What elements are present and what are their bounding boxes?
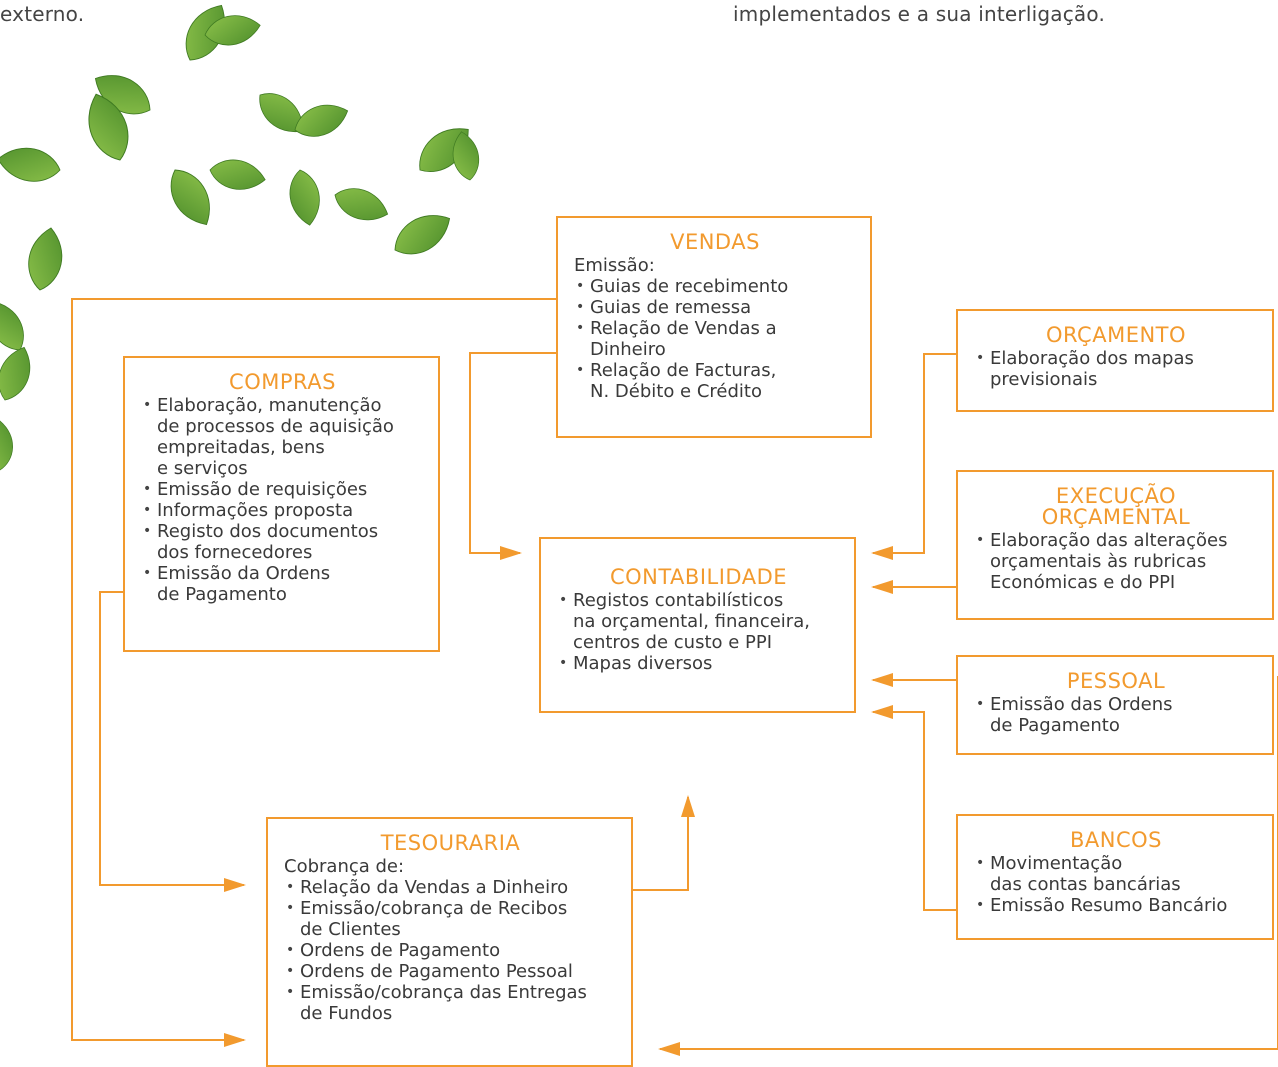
list-item: Relação da Vendas a Dinheiro xyxy=(284,877,617,898)
header-fragment-right: implementados e a sua interligação. xyxy=(733,2,1106,26)
box-pessoal: PESSOAL Emissão das Ordens de Pagamento xyxy=(956,655,1274,755)
box-vendas: VENDAS Emissão: Guias de recebimento Gui… xyxy=(556,216,872,438)
box-compras: COMPRAS Elaboração, manutenção de proces… xyxy=(123,356,440,652)
box-title: CONTABILIDADE xyxy=(609,565,788,589)
list-item: Emissão/cobrança de Recibos de Clientes xyxy=(284,898,617,940)
list-item: Relação de Facturas, N. Débito e Crédito xyxy=(574,360,856,402)
box-execucao-orcamental: EXECUÇÃO ORÇAMENTAL Elaboração das alter… xyxy=(956,470,1274,620)
box-bancos: BANCOS Movimentação das contas bancárias… xyxy=(956,814,1274,940)
list-item: Elaboração, manutenção de processos de a… xyxy=(141,395,424,479)
box-intro: Cobrança de: xyxy=(284,856,405,877)
box-intro: Emissão: xyxy=(574,255,655,276)
list-item: Emissão das Ordens de Pagamento xyxy=(974,694,1258,736)
list-item: Elaboração dos mapas previsionais xyxy=(974,348,1258,390)
list-item: Ordens de Pagamento Pessoal xyxy=(284,961,617,982)
box-tesouraria: TESOURARIA Cobrança de: Relação da Venda… xyxy=(266,817,633,1067)
list-item: Emissão Resumo Bancário xyxy=(974,895,1258,916)
list-item: Registo dos documentos dos fornecedores xyxy=(141,521,424,563)
connector-orcamento-contabilidade xyxy=(871,353,956,560)
list-item: Emissão da Ordens de Pagamento xyxy=(141,563,424,605)
box-title: TESOURARIA xyxy=(380,831,521,855)
list-item: Guias de remessa xyxy=(574,297,856,318)
header-fragment-left: externo. xyxy=(0,2,85,26)
list-item: Movimentação das contas bancárias xyxy=(974,853,1258,895)
box-title: ORÇAMENTO xyxy=(1045,323,1187,347)
list-item: Elaboração das alterações orçamentais às… xyxy=(974,530,1258,593)
list-item: Guias de recebimento xyxy=(574,276,856,297)
box-title: COMPRAS xyxy=(229,370,336,394)
box-title: BANCOS xyxy=(1069,828,1162,852)
list-item: Emissão/cobrança das Entregas de Fundos xyxy=(284,982,617,1024)
list-item: Informações proposta xyxy=(141,500,424,521)
box-title: EXECUÇÃO ORÇAMENTAL xyxy=(1041,484,1191,529)
box-orcamento: ORÇAMENTO Elaboração dos mapas prevision… xyxy=(956,309,1274,412)
list-item: Emissão de requisições xyxy=(141,479,424,500)
box-contabilidade: CONTABILIDADE Registos contabilísticos n… xyxy=(539,537,856,713)
box-title: PESSOAL xyxy=(1066,669,1166,693)
box-title: VENDAS xyxy=(670,230,760,254)
connector-bancos-contabilidade xyxy=(871,705,956,911)
list-item: Registos contabilísticos na orçamental, … xyxy=(557,590,840,653)
list-item: Ordens de Pagamento xyxy=(284,940,617,961)
list-item: Mapas diversos xyxy=(557,653,840,674)
list-item: Relação de Vendas a Dinheiro xyxy=(574,318,856,360)
connector-tesouraria-contabilidade xyxy=(633,795,695,891)
